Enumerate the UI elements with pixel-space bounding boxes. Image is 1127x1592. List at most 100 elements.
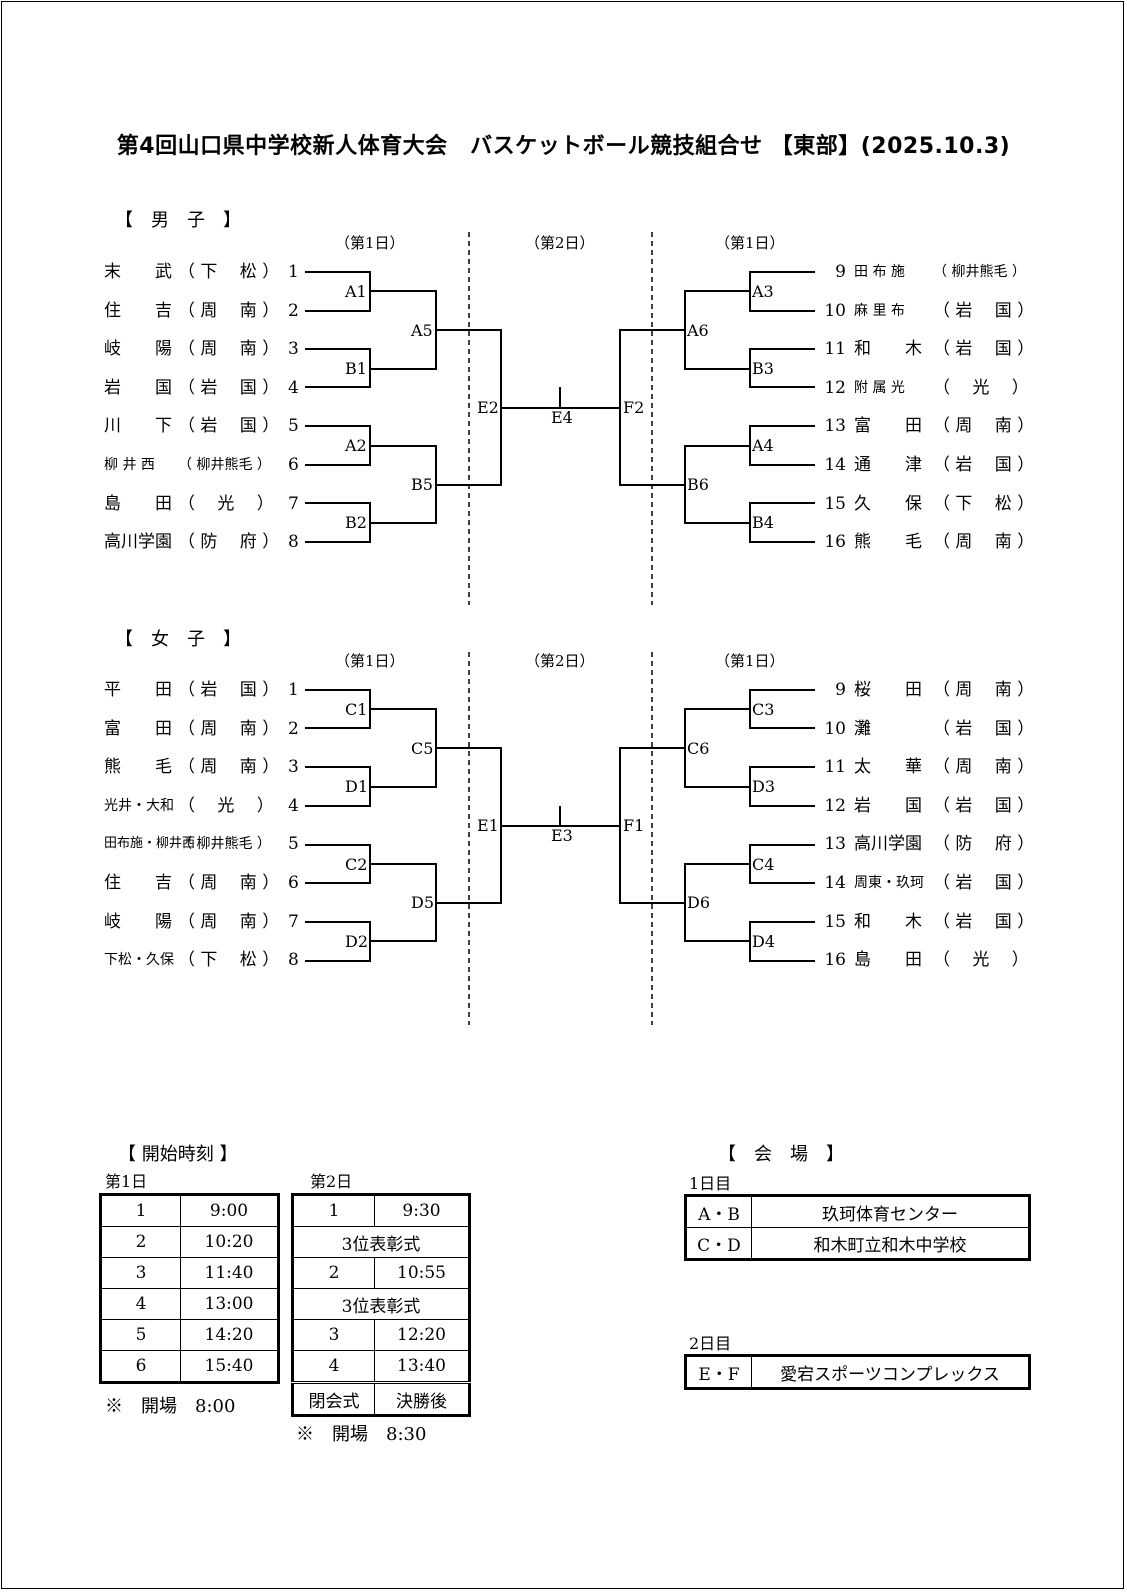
venue-games-cell: E・F [685, 1355, 752, 1389]
seed-number: 1 [288, 262, 299, 282]
team-prefecture: （ 岩 国 ） [933, 339, 1035, 360]
game-label: E2 [476, 398, 500, 417]
game-label: E1 [476, 816, 500, 835]
table-row: E・F 愛宕スポーツコンプレックス [685, 1355, 1030, 1389]
game-label: A2 [344, 436, 368, 455]
team-prefecture: （ 岩 国 ） [933, 455, 1035, 475]
seed-number: 2 [288, 300, 299, 321]
seed-number: 14 [824, 455, 846, 475]
game-label: E3 [550, 826, 574, 845]
round-cell: 1 [292, 1194, 375, 1227]
game-label: A6 [686, 321, 710, 340]
team-prefecture: （ 周 南 ） [178, 757, 280, 778]
team-prefecture: （ 下 松 ） [178, 262, 280, 282]
team-prefecture: （ 岩 国 ） [933, 795, 1035, 816]
round-cell: 4 [100, 1288, 181, 1320]
round-cell: 2 [100, 1226, 181, 1258]
team-name: 周東・玖珂 [854, 875, 924, 891]
seed-number: 6 [288, 873, 299, 893]
time-cell: 11:40 [180, 1257, 279, 1289]
game-label: A3 [751, 282, 775, 301]
round-cell: 3 [100, 1257, 181, 1289]
table-row: 4 13:40 [292, 1350, 470, 1383]
seed-number: 8 [288, 950, 299, 971]
team-prefecture: （ 周 南 ） [933, 416, 1035, 437]
team-name: 住 吉 [104, 873, 172, 893]
team-name: 熊 毛 [854, 532, 922, 553]
game-label: D3 [751, 777, 777, 796]
team-name: 住 吉 [104, 300, 172, 321]
round-cell: 4 [292, 1350, 375, 1383]
time-cell: 9:00 [180, 1194, 279, 1227]
team-prefecture: （ 光 ） [933, 377, 1029, 398]
team-name: 柳 井 西 [104, 457, 155, 473]
team-prefecture: （ 防 府 ） [933, 834, 1035, 855]
round-cell: 3 [292, 1319, 375, 1351]
game-label: A5 [410, 321, 434, 340]
time-cell: 14:20 [180, 1319, 279, 1351]
seed-number: 11 [824, 339, 846, 360]
game-label: D1 [344, 777, 370, 796]
team-name: 附 属 光 [854, 379, 905, 396]
game-label: D4 [751, 932, 777, 951]
seed-number: 12 [824, 377, 846, 398]
table-row: 3位表彰式 [292, 1288, 470, 1320]
seed-number: 6 [288, 455, 299, 475]
time-cell: 9:30 [374, 1194, 470, 1227]
seed-number: 11 [824, 757, 846, 778]
game-label: B1 [344, 359, 368, 378]
team-prefecture: （ 光 ） [178, 795, 274, 816]
seed-number: 2 [288, 718, 299, 739]
team-name: 岐 陽 [104, 911, 172, 932]
time-cell: 10:20 [180, 1226, 279, 1258]
girls-day1-left: （第1日） [335, 652, 405, 670]
venue-name-cell: 愛宕スポーツコンプレックス [751, 1355, 1030, 1389]
seed-number: 14 [824, 873, 846, 893]
seed-number: 3 [288, 757, 299, 778]
table-row: 1 9:30 [292, 1194, 470, 1227]
venue-day2-table: E・F 愛宕スポーツコンプレックス [684, 1354, 1031, 1390]
team-prefecture: （ 周 南 ） [933, 532, 1035, 553]
team-prefecture: （ 岩 国 ） [178, 680, 280, 700]
venue-day1-label: 1日目 [689, 1174, 732, 1193]
team-name: 光井・大和 [104, 797, 174, 814]
seed-number: 5 [288, 416, 299, 437]
game-label: D2 [344, 932, 370, 951]
team-prefecture: （ 岩 国 ） [178, 377, 280, 398]
team-prefecture: （ 柳井熊毛 ） [178, 836, 271, 853]
schedule-note-day2: ※ 開場 8:30 [296, 1424, 427, 1445]
game-label: B6 [686, 475, 710, 494]
girls-heading: 【 女 子 】 [115, 629, 241, 650]
seed-number: 3 [288, 339, 299, 360]
game-label: C6 [686, 739, 711, 758]
team-prefecture: （ 防 府 ） [178, 532, 280, 553]
venue-name-cell: 和木町立和木中学校 [751, 1227, 1030, 1260]
team-name: 田 布 施 [854, 264, 905, 280]
team-name: 高川学園 [854, 834, 922, 855]
seed-number: 7 [288, 911, 299, 932]
game-label: E4 [550, 408, 574, 427]
time-cell: 10:55 [374, 1257, 470, 1289]
game-label: C5 [410, 739, 435, 758]
team-prefecture: （ 光 ） [178, 493, 274, 514]
seed-number: 16 [824, 950, 846, 971]
team-name: 麻 里 布 [854, 302, 905, 319]
table-row: A・B 玖珂体育センター [685, 1195, 1030, 1228]
team-prefecture: （ 岩 国 ） [933, 873, 1035, 893]
seed-number: 15 [824, 911, 846, 932]
boys-day1-right: （第1日） [715, 234, 785, 252]
game-label: C1 [344, 700, 369, 719]
round-cell: 6 [100, 1350, 181, 1383]
page-title: 第4回山口県中学校新人体育大会 バスケットボール競技組合せ 【東部】(2025.… [116, 134, 1011, 159]
schedule-heading: 【 開始時刻 】 [118, 1144, 238, 1165]
game-label: B3 [751, 359, 775, 378]
game-label: F2 [622, 398, 646, 417]
seed-number: 10 [824, 300, 846, 321]
team-name: 久 保 [854, 493, 922, 514]
seed-number: 15 [824, 493, 846, 514]
